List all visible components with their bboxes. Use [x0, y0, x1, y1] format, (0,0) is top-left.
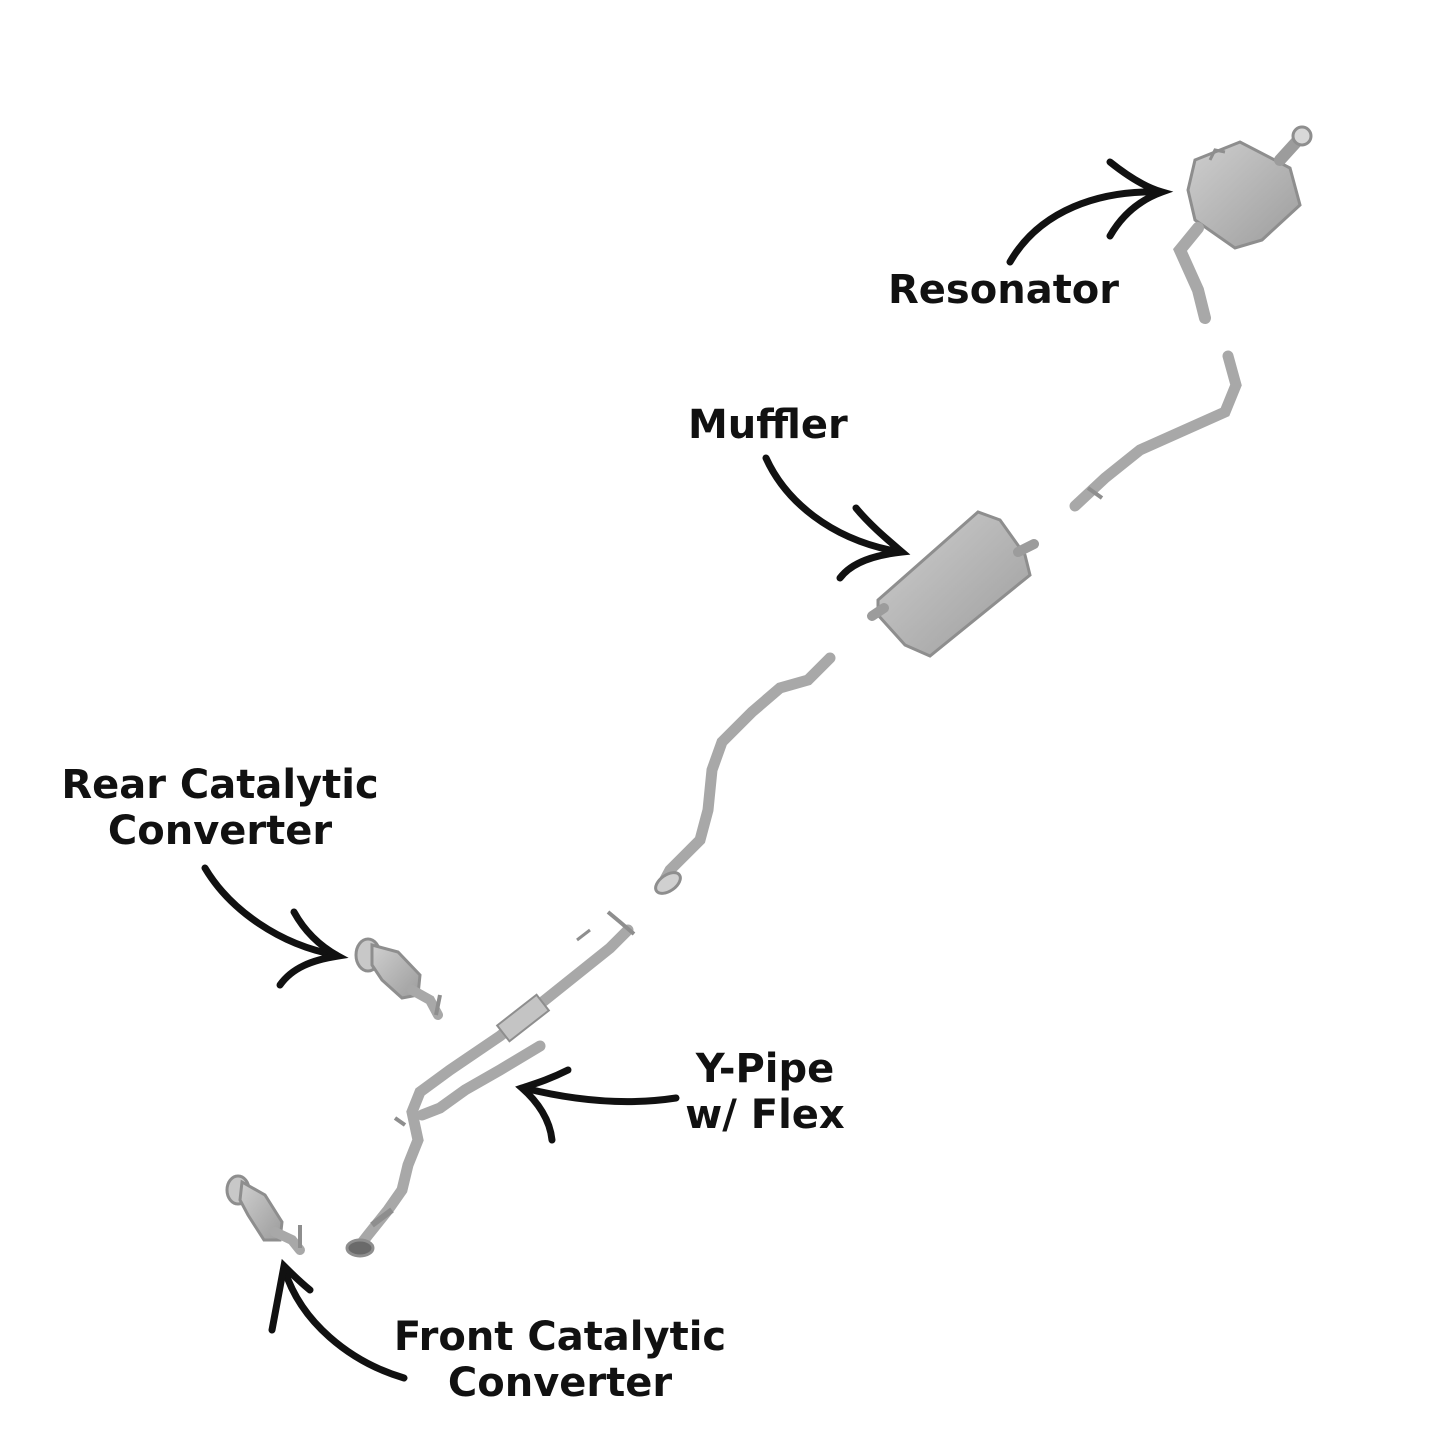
- rear-cat-line2: Converter: [107, 808, 333, 854]
- rear-catalytic-converter-label: Rear Catalytic Converter: [40, 762, 400, 854]
- rear-catalytic-converter-arrow: [201, 864, 349, 989]
- front-catalytic-converter-arrow: [268, 1258, 408, 1382]
- muffler-label: Muffler: [688, 402, 848, 448]
- y-pipe-label: Y-Pipe w/ Flex: [670, 1046, 860, 1138]
- y-pipe-part: [345, 910, 636, 1258]
- resonator-arrow: [1006, 158, 1174, 266]
- muffler-arrow: [762, 454, 911, 582]
- muffler-part: [867, 510, 1039, 658]
- intermediate-pipe: [654, 652, 836, 895]
- tail-pipe: [1069, 350, 1242, 512]
- front-cat-line2: Converter: [447, 1360, 673, 1406]
- rear-catalytic-converter-part: [354, 937, 443, 1020]
- y-pipe-arrow: [515, 1066, 680, 1144]
- front-cat-line1: Front Catalytic: [393, 1314, 727, 1360]
- resonator-part: [1173, 125, 1313, 324]
- y-pipe-line2: w/ Flex: [685, 1092, 845, 1138]
- resonator-label: Resonator: [888, 267, 1120, 313]
- front-catalytic-converter-part: [225, 1174, 305, 1255]
- y-pipe-line1: Y-Pipe: [695, 1046, 835, 1092]
- front-catalytic-converter-label: Front Catalytic Converter: [370, 1314, 750, 1406]
- rear-cat-line1: Rear Catalytic: [61, 762, 379, 808]
